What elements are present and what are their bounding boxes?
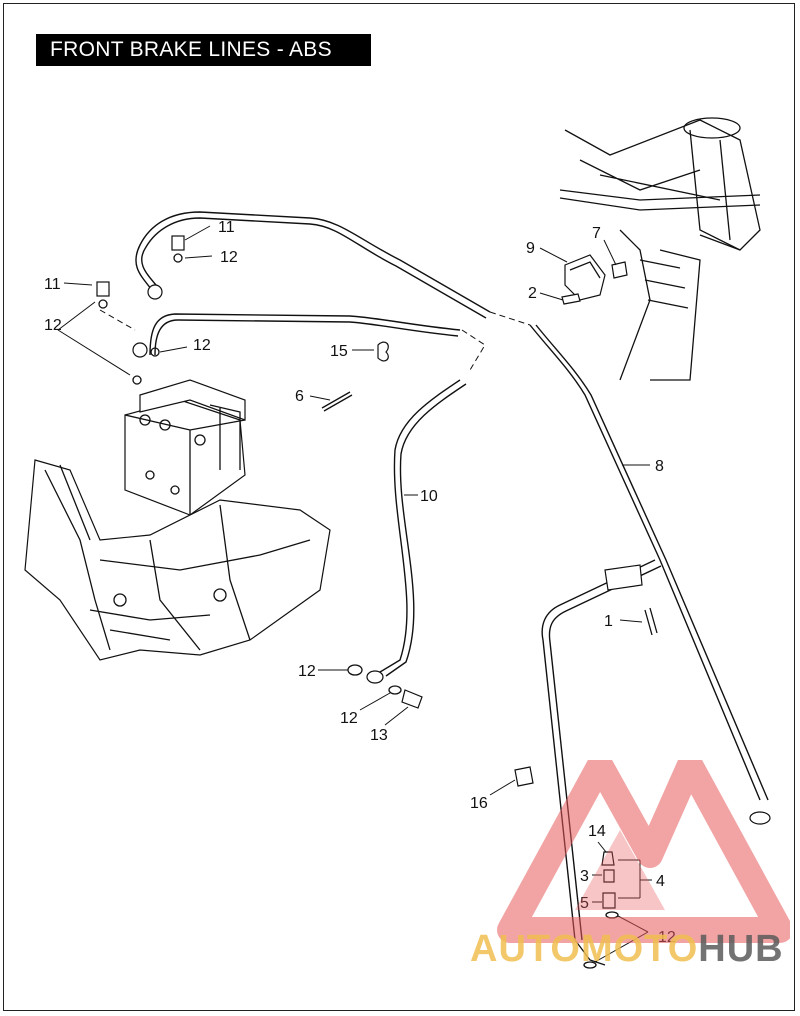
brake-hose-part-10: [366, 379, 467, 684]
callout-8: 8: [655, 458, 664, 475]
watermark-text: AUTOMOTOHUB: [470, 928, 784, 971]
callout-1: 1: [604, 613, 613, 630]
callout-10: 10: [420, 488, 438, 505]
watermark-logo: [497, 760, 790, 943]
bracket-part-9: [561, 254, 628, 305]
callout-14: 14: [588, 823, 606, 840]
abs-mounting-tray: [24, 459, 331, 661]
brake-line-lower: [541, 559, 662, 966]
callout-12: 12: [220, 249, 238, 266]
brake-line-upper: [132, 211, 491, 358]
callout-12: 12: [340, 710, 358, 727]
callout-2: 2: [528, 285, 537, 302]
callout-13: 13: [370, 727, 388, 744]
watermark-text-part1: AUTOMOTO: [470, 928, 699, 970]
callout-11: 11: [218, 219, 235, 236]
callout-5: 5: [580, 895, 589, 912]
brake-line-part-8: [529, 324, 771, 825]
callout-6: 6: [295, 388, 304, 405]
callout-4: 4: [656, 873, 665, 890]
callout-15: 15: [330, 343, 348, 360]
abs-module: [124, 379, 246, 516]
callout-11: 11: [44, 276, 61, 293]
watermark-text-part2: HUB: [698, 928, 784, 970]
small-hardware: [96, 235, 658, 969]
callout-12: 12: [44, 317, 62, 334]
page-frame: [3, 3, 795, 1011]
callout-3: 3: [580, 868, 589, 885]
callout-16: 16: [470, 795, 488, 812]
callout-12: 12: [193, 337, 211, 354]
leader-dashes: [99, 309, 531, 371]
frame-steering-head: [559, 117, 761, 381]
callout-9: 9: [526, 240, 535, 257]
callout-7: 7: [592, 225, 601, 242]
callout-12: 12: [298, 663, 316, 680]
page-title: FRONT BRAKE LINES - ABS: [36, 34, 371, 66]
callout-leaders: [57, 225, 652, 963]
